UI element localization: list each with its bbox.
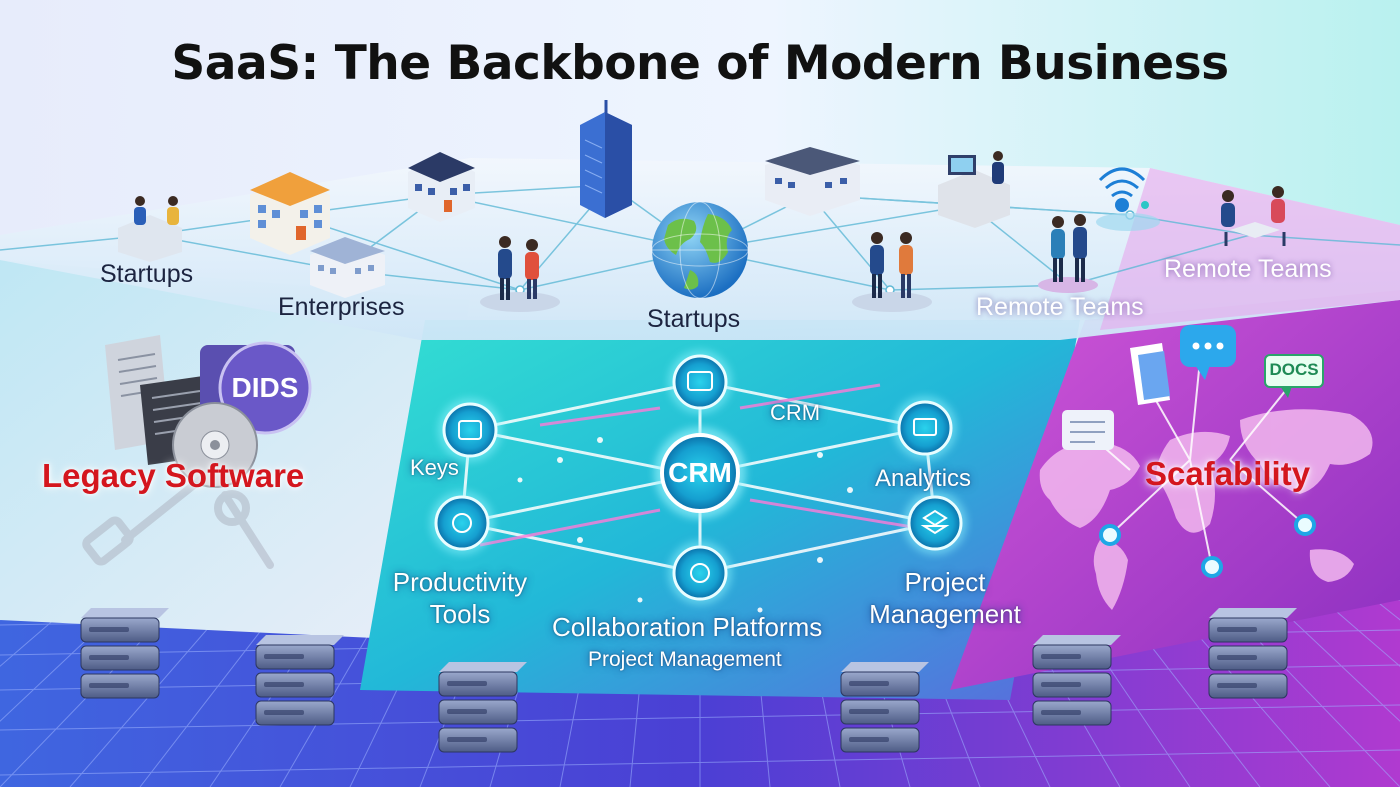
hub-node-project [903,491,967,555]
label-productivity-line2: Tools [429,599,491,629]
docs-badge-icon [1264,354,1324,398]
usb-key-icon [82,476,274,569]
map-node-icons [1099,514,1316,578]
hub-node-top [668,350,732,414]
label-project-line2: Management [869,599,1021,629]
label-productivity-line1: Productivity [392,567,528,597]
docs-badge-text: DOCS [1269,360,1319,379]
wifi-icon [1096,167,1160,231]
label-crm-top: CRM [770,400,821,425]
label-scalability: Scafability [1145,455,1311,492]
hub-node-collaboration [668,541,732,605]
disk-icon [172,402,258,488]
label-enterprises: Enterprises [278,293,405,321]
label-startups-center: Startups [647,305,741,333]
building-icon [310,237,385,298]
person-icon [852,232,932,312]
page-title: SaaS: The Backbone of Modern Business [171,36,1229,91]
person-icon [1038,214,1098,293]
building-icon [408,152,475,222]
hub-node-analytics [893,396,957,460]
hub-node-productivity [430,491,494,555]
server-icon [255,635,344,726]
label-remote-teams-right: Remote Teams [1164,255,1332,283]
disk-icon [200,341,312,435]
building-icon [250,172,330,255]
document-icon [1130,343,1170,405]
label-collaboration-platforms: Collaboration Platforms [552,612,823,642]
label-project-management: Project Management [855,566,1035,630]
label-productivity-tools: Productivity Tools [375,566,545,630]
document-icon [1062,410,1114,450]
world-map-icon [1039,409,1373,610]
label-legacy-software: Legacy Software [42,457,305,494]
disk-badge-text: DIDS [231,372,299,403]
hub-particles [517,437,853,613]
desk-workstation-icon [938,155,1010,228]
label-keys: Keys [410,455,459,480]
server-icon [840,662,929,753]
hub-node-keys [438,398,502,462]
globe-icon [651,201,749,299]
person-icon [480,236,560,312]
server-icon [80,608,169,699]
label-project-management-sub: Project Management [588,648,782,671]
label-remote-teams-center: Remote Teams [976,293,1144,321]
server-icon [1208,608,1297,699]
label-analytics: Analytics [875,465,972,492]
label-startups-left: Startups [100,260,194,288]
label-crm-center: CRM [668,457,732,488]
building-icon [765,147,860,216]
chat-bubble-icon [1180,325,1236,380]
top-platform-right-glow [1100,168,1400,330]
person-icon [992,151,1004,184]
label-project-line1: Project [904,567,986,597]
hub-node-center [654,427,746,519]
remote-team-table-icon [1221,186,1286,246]
server-icon [438,662,527,753]
startup-office-icon [118,196,182,262]
server-row [80,608,1297,753]
server-icon [1032,635,1121,726]
skyscraper-icon [580,100,632,218]
